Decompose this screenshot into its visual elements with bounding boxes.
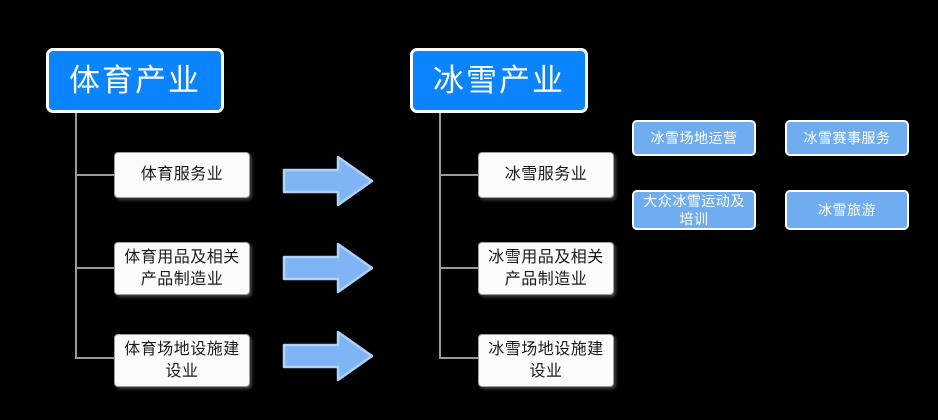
sub-box-left-3[interactable]: 体育场地设施建设业 <box>114 334 250 387</box>
connector-branch-right-3 <box>439 357 479 359</box>
transition-arrow-2 <box>282 241 374 295</box>
sub-box-left-2-label: 体育用品及相关产品制造业 <box>124 249 240 288</box>
transition-arrow-1 <box>282 154 374 208</box>
leaf-box-public-sports-training-label: 大众冰雪运动及培训 <box>643 192 745 227</box>
sub-box-left-2[interactable]: 体育用品及相关产品制造业 <box>114 242 250 295</box>
sub-box-left-1-label: 体育服务业 <box>140 166 224 184</box>
connector-branch-left-1 <box>75 174 115 176</box>
connector-branch-right-2 <box>439 267 479 269</box>
leaf-box-venue-operation-label: 冰雪场地运营 <box>650 129 738 146</box>
leaf-box-venue-operation[interactable]: 冰雪场地运营 <box>632 120 756 156</box>
sub-box-left-1[interactable]: 体育服务业 <box>114 152 250 198</box>
header-label-ice-snow-industry: 冰雪产业 <box>433 63 565 98</box>
sub-box-right-3-label: 冰雪场地设施建设业 <box>488 341 604 380</box>
sub-box-right-2-label: 冰雪用品及相关产品制造业 <box>488 249 604 288</box>
connector-branch-right-1 <box>439 174 479 176</box>
header-box-sports-industry[interactable]: 体育产业 <box>46 48 224 113</box>
sub-box-left-3-label: 体育场地设施建设业 <box>124 341 240 380</box>
header-label-sports-industry: 体育产业 <box>69 63 201 98</box>
sub-box-right-3[interactable]: 冰雪场地设施建设业 <box>478 334 614 387</box>
leaf-box-event-services[interactable]: 冰雪赛事服务 <box>785 120 909 156</box>
connector-trunk-right <box>439 113 441 359</box>
connector-branch-left-3 <box>75 357 115 359</box>
sub-box-right-1-label: 冰雪服务业 <box>504 166 588 184</box>
connector-trunk-left <box>75 113 77 359</box>
leaf-box-public-sports-training[interactable]: 大众冰雪运动及培训 <box>632 190 756 230</box>
leaf-box-tourism[interactable]: 冰雪旅游 <box>785 190 909 230</box>
connector-branch-left-2 <box>75 267 115 269</box>
sub-box-right-2[interactable]: 冰雪用品及相关产品制造业 <box>478 242 614 295</box>
leaf-box-event-services-label: 冰雪赛事服务 <box>803 129 891 146</box>
transition-arrow-3 <box>282 329 374 383</box>
header-box-ice-snow-industry[interactable]: 冰雪产业 <box>410 48 588 113</box>
leaf-box-tourism-label: 冰雪旅游 <box>818 201 876 218</box>
sub-box-right-1[interactable]: 冰雪服务业 <box>478 152 614 198</box>
